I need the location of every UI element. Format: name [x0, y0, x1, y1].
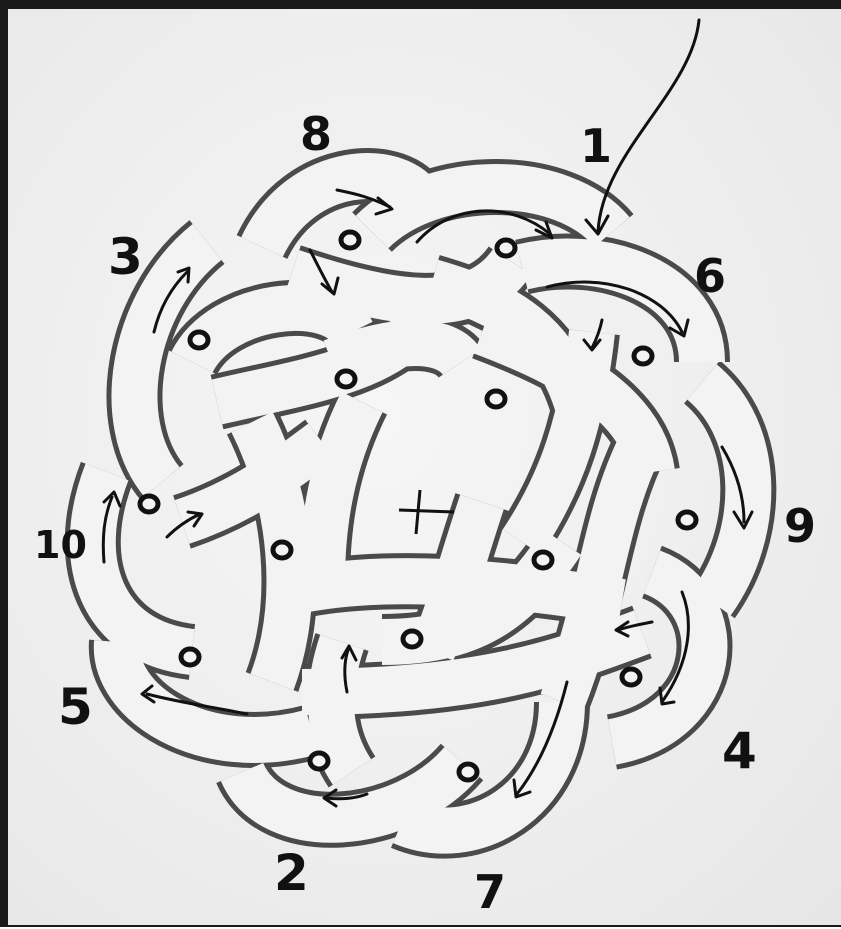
label-6: 6: [694, 249, 726, 303]
strand-band: [372, 187, 612, 232]
label-3: 3: [108, 228, 143, 286]
pin-dot-icon: [497, 240, 515, 256]
label-1: 1: [580, 119, 612, 173]
pin-dot-icon: [190, 332, 208, 348]
pin-dot-icon: [459, 764, 477, 780]
pin-dot-icon: [622, 669, 640, 685]
pin-dot-icon: [341, 232, 359, 248]
label-7: 7: [474, 865, 506, 919]
label-8: 8: [300, 107, 332, 161]
strand-band: [331, 642, 352, 772]
pin-dot-icon: [273, 542, 291, 558]
label-9: 9: [784, 499, 816, 553]
label-2: 2: [274, 844, 309, 902]
pin-dot-icon: [487, 391, 505, 407]
strand-band: [332, 343, 462, 362]
pin-dot-icon: [310, 753, 328, 769]
pin-dot-icon: [634, 348, 652, 364]
label-10: 10: [34, 523, 87, 567]
pin-dot-icon: [403, 631, 421, 647]
pin-dot-icon: [678, 512, 696, 528]
pin-dot-icon: [140, 496, 158, 512]
label-5: 5: [58, 678, 93, 736]
pin-dot-icon: [534, 552, 552, 568]
pin-dot-icon: [181, 649, 199, 665]
label-4: 4: [722, 722, 757, 780]
pin-dot-icon: [337, 371, 355, 387]
knot-strands: [93, 176, 749, 831]
